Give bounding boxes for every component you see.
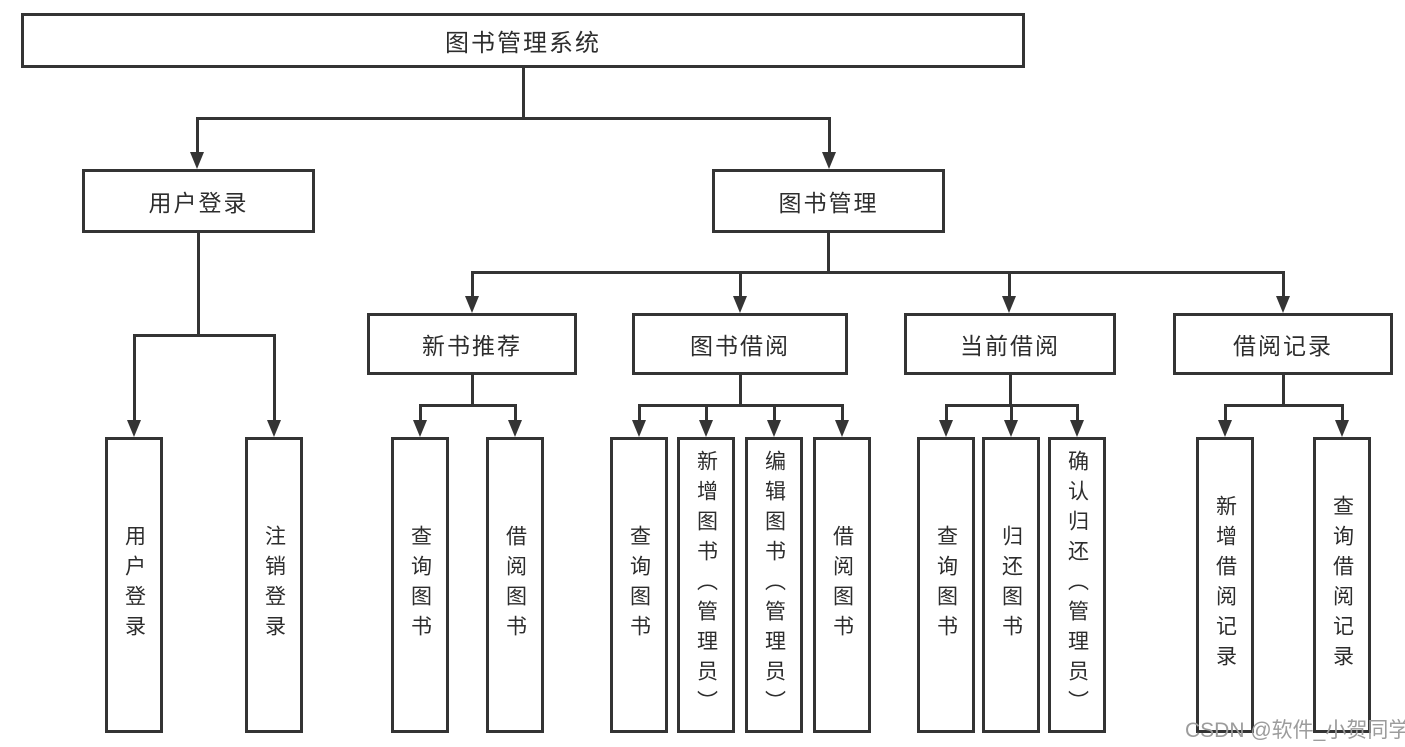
connector-line	[1008, 272, 1011, 299]
leaf-return-books: 归还图书	[982, 437, 1040, 733]
arrow-down-icon	[1002, 296, 1016, 313]
connector-line	[273, 335, 276, 423]
watermark: CSDN @软件_小贺同学	[1185, 719, 1405, 742]
leaf-confirm-return-admin-label: 确认归还（管理员）	[1065, 450, 1089, 720]
connector-line	[419, 405, 422, 423]
connector-line	[133, 334, 276, 337]
node-new-book-recommendation: 新书推荐	[367, 313, 577, 375]
arrow-down-icon	[767, 420, 781, 437]
connector-line	[827, 233, 830, 274]
leaf-query-borrow-record-label: 查询借阅记录	[1330, 495, 1354, 675]
leaf-add-borrow-record-label: 新增借阅记录	[1213, 495, 1237, 675]
node-user-login-label: 用户登录	[148, 190, 249, 216]
leaf-query-books-borrowing-label: 查询图书	[627, 525, 651, 645]
leaf-query-books-current-label: 查询图书	[934, 525, 958, 645]
connector-line	[471, 271, 1285, 274]
connector-line	[638, 405, 641, 423]
connector-line	[522, 68, 525, 119]
connector-line	[841, 405, 844, 423]
arrow-down-icon	[1276, 296, 1290, 313]
leaf-confirm-return-admin: 确认归还（管理员）	[1048, 437, 1106, 733]
connector-line	[419, 404, 517, 407]
connector-line	[739, 272, 742, 299]
arrow-down-icon	[413, 420, 427, 437]
leaf-query-books-recommend: 查询图书	[391, 437, 449, 733]
connector-line	[739, 375, 742, 407]
node-new-book-recommendation-label: 新书推荐	[422, 333, 522, 359]
arrow-down-icon	[699, 420, 713, 437]
arrow-down-icon	[1335, 420, 1349, 437]
leaf-query-borrow-record: 查询借阅记录	[1313, 437, 1371, 733]
connector-line	[196, 118, 199, 155]
node-borrowing-records: 借阅记录	[1173, 313, 1393, 375]
node-borrowing-records-label: 借阅记录	[1233, 333, 1333, 359]
connector-line	[945, 405, 948, 423]
connector-line	[1076, 405, 1079, 423]
arrow-down-icon	[733, 296, 747, 313]
arrow-down-icon	[267, 420, 281, 437]
connector-line	[773, 405, 776, 423]
arrow-down-icon	[835, 420, 849, 437]
leaf-return-books-label: 归还图书	[999, 525, 1023, 645]
leaf-add-borrow-record: 新增借阅记录	[1196, 437, 1254, 733]
node-book-management-label: 图书管理	[778, 190, 879, 216]
leaf-query-books-current: 查询图书	[917, 437, 975, 733]
connector-line	[197, 233, 200, 337]
connector-line	[514, 405, 517, 423]
leaf-user-login: 用户登录	[105, 437, 163, 733]
arrow-down-icon	[1070, 420, 1084, 437]
connector-line	[828, 118, 831, 155]
leaf-query-books-borrowing: 查询图书	[610, 437, 668, 733]
node-library-system: 图书管理系统	[21, 13, 1025, 68]
arrow-down-icon	[1004, 420, 1018, 437]
connector-line	[1224, 404, 1344, 407]
connector-line	[705, 405, 708, 423]
connector-line	[638, 404, 844, 407]
arrow-down-icon	[1218, 420, 1232, 437]
leaf-add-books-admin: 新增图书（管理员）	[677, 437, 735, 733]
leaf-borrow-books-recommend-label: 借阅图书	[503, 525, 527, 645]
connector-line	[196, 117, 831, 120]
leaf-edit-books-admin-label: 编辑图书（管理员）	[762, 450, 786, 720]
arrow-down-icon	[939, 420, 953, 437]
node-book-borrowing-label: 图书借阅	[690, 333, 790, 359]
arrow-down-icon	[127, 420, 141, 437]
arrow-down-icon	[508, 420, 522, 437]
node-library-system-label: 图书管理系统	[445, 30, 601, 57]
connector-line	[471, 375, 474, 407]
arrow-down-icon	[632, 420, 646, 437]
node-user-login: 用户登录	[82, 169, 315, 233]
arrow-down-icon	[465, 296, 479, 313]
leaf-user-login-label: 用户登录	[122, 525, 146, 645]
leaf-edit-books-admin: 编辑图书（管理员）	[745, 437, 803, 733]
connector-line	[945, 404, 1079, 407]
connector-line	[1224, 405, 1227, 423]
arrow-down-icon	[822, 152, 836, 169]
node-current-borrowing: 当前借阅	[904, 313, 1116, 375]
leaf-add-books-admin-label: 新增图书（管理员）	[694, 450, 718, 720]
node-book-borrowing: 图书借阅	[632, 313, 848, 375]
connector-line	[1010, 405, 1013, 423]
leaf-borrow-books-borrowing-label: 借阅图书	[830, 525, 854, 645]
node-current-borrowing-label: 当前借阅	[960, 333, 1060, 359]
node-book-management: 图书管理	[712, 169, 945, 233]
leaf-query-books-recommend-label: 查询图书	[408, 525, 432, 645]
connector-line	[471, 272, 474, 299]
connector-line	[1009, 375, 1012, 407]
leaf-borrow-books-borrowing: 借阅图书	[813, 437, 871, 733]
leaf-logout: 注销登录	[245, 437, 303, 733]
connector-line	[1341, 405, 1344, 423]
connector-line	[133, 335, 136, 423]
leaf-logout-label: 注销登录	[262, 525, 286, 645]
connector-line	[1282, 375, 1285, 407]
connector-line	[1282, 272, 1285, 299]
arrow-down-icon	[190, 152, 204, 169]
leaf-borrow-books-recommend: 借阅图书	[486, 437, 544, 733]
